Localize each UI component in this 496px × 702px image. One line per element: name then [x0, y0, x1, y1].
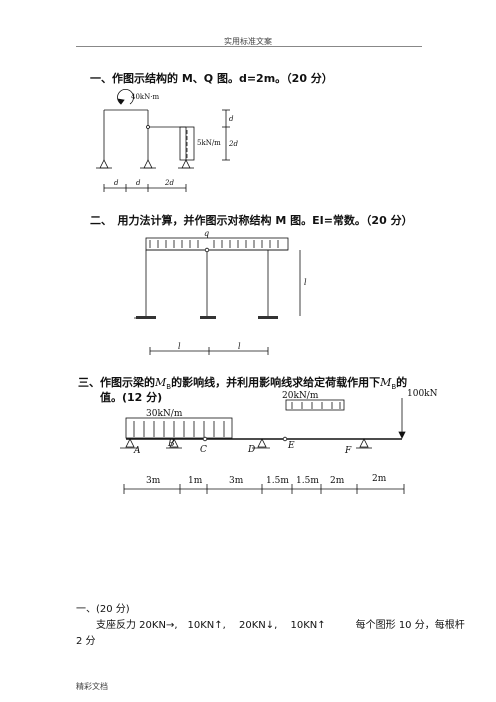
fig1-moment-label: 40kN·m	[131, 93, 159, 101]
question-2-title: 二、 用力法计算，并作图示对称结构 M 图。EI=常数。（20 分）	[90, 214, 413, 227]
fig3-support-B	[169, 438, 179, 448]
fig1-moment-arrowhead	[117, 98, 125, 105]
fig1-dim-bottom-1: d	[114, 179, 119, 187]
fig1-dim-d-top: d	[229, 115, 234, 123]
fig2-l-right: l	[304, 278, 307, 287]
fig2-l-bottom-1: l	[178, 342, 181, 351]
fig3-load20-box	[285, 399, 345, 411]
fig1-support-left	[99, 159, 109, 169]
fig1-dim-bottom-3: 2d	[164, 179, 174, 187]
figure-3-beam	[120, 398, 406, 494]
question-3-title-line1: 三、作图示梁的MB的影响线，并利用影响线求给定荷载作用下MB的	[78, 376, 408, 392]
fig2-l-bottom-2: l	[238, 342, 241, 351]
fig1-hinge	[146, 125, 150, 129]
fig3-support-F	[359, 438, 369, 448]
fig3-load20-label: 20kN/m	[282, 391, 319, 401]
fig2-fixed-right	[258, 316, 278, 319]
fig1-support-mid	[143, 159, 153, 169]
header-rule	[76, 46, 422, 47]
fig3-load30-arrows	[133, 421, 225, 437]
page-footer: 精彩文档	[76, 682, 108, 691]
answer-body-line2: 2 分	[76, 636, 96, 647]
question-1-title: 一、作图示结构的 M、Q 图。d=2m。（20 分）	[90, 72, 333, 85]
fig1-dim-bottom-2: d	[136, 179, 141, 187]
fig3-point-F: F	[344, 446, 352, 456]
fig3-point-E: E	[287, 441, 295, 451]
fig3-hinge-E	[282, 436, 288, 442]
fig3-point-B: B	[167, 439, 175, 449]
fig2-load-arrows	[149, 240, 279, 248]
fig3-dim-3: 3m	[229, 476, 244, 486]
fig3-load20-arrows	[291, 402, 341, 409]
fig1-moment-arc	[117, 88, 134, 105]
fig3-dim-4: 1.5m	[266, 476, 289, 486]
page-header: 实用标准文案	[224, 37, 272, 46]
fig2-fixed-mid	[200, 316, 216, 319]
fig2-hinge	[204, 247, 210, 253]
answer-body-line1: 支座反力 20KN→, 10KN↑, 20KN↓, 10KN↑ 每个图形 10 …	[96, 620, 465, 631]
fig3-support-A	[125, 438, 135, 448]
fig3-dim-1: 3m	[146, 476, 161, 486]
fig3-hinge-C	[202, 436, 208, 442]
fig3-point-C: C	[200, 445, 207, 455]
fig2-q-label: q	[204, 229, 209, 238]
fig1-dim-2d-right: 2d	[228, 140, 238, 148]
figure-2-frame	[134, 237, 301, 355]
fig2-fixed-left	[136, 316, 156, 319]
fig3-dim-2: 1m	[188, 476, 203, 486]
fig1-distributed-label: 5kN/m	[197, 139, 221, 147]
fig1-distributed-box	[179, 126, 195, 161]
fig2-load-box	[145, 237, 289, 251]
fig3-point-D: D	[247, 445, 255, 455]
question-3-title-line2: 值。(12 分)	[100, 391, 163, 404]
answer-heading: 一、(20 分)	[76, 604, 130, 615]
fig3-point-A: A	[133, 446, 141, 456]
fig3-dim-7: 2m	[372, 474, 387, 484]
fig3-support-D	[257, 438, 267, 448]
fig3-load30-box	[125, 417, 233, 439]
fig3-dim-5: 1.5m	[296, 476, 319, 486]
fig3-dim-6: 2m	[330, 476, 345, 486]
fig1-support-right	[181, 159, 191, 169]
fig3-load30-label: 30kN/m	[146, 409, 183, 419]
fig3-point-load-label: 100kN	[407, 389, 438, 399]
